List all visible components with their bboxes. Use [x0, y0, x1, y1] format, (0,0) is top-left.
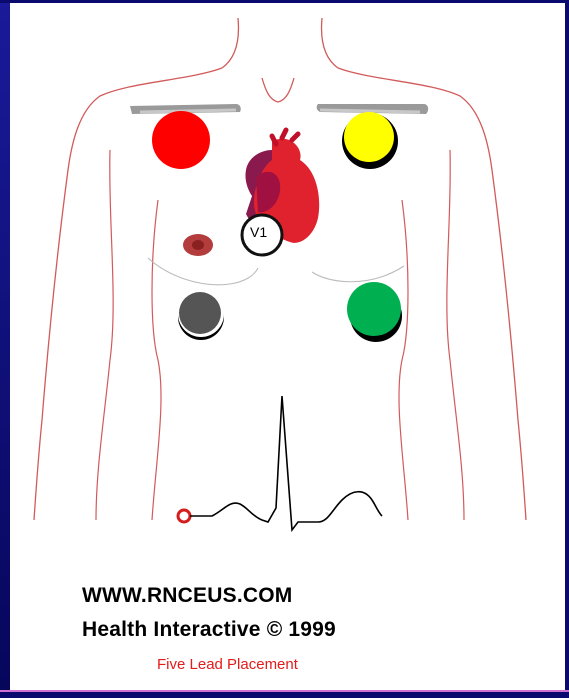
- electrode-right-leg: [178, 291, 224, 340]
- electrode-right-arm: [152, 111, 210, 169]
- site-url-text: WWW.RNCEUS.COM: [82, 584, 292, 608]
- publisher-text: Health Interactive © 1999: [82, 618, 336, 642]
- electrode-left-leg: [347, 282, 402, 342]
- diagram-caption: Five Lead Placement: [157, 656, 298, 673]
- v1-label: V1: [250, 224, 267, 240]
- electrode-left-arm: [342, 112, 398, 169]
- ecg-trace: [178, 396, 382, 530]
